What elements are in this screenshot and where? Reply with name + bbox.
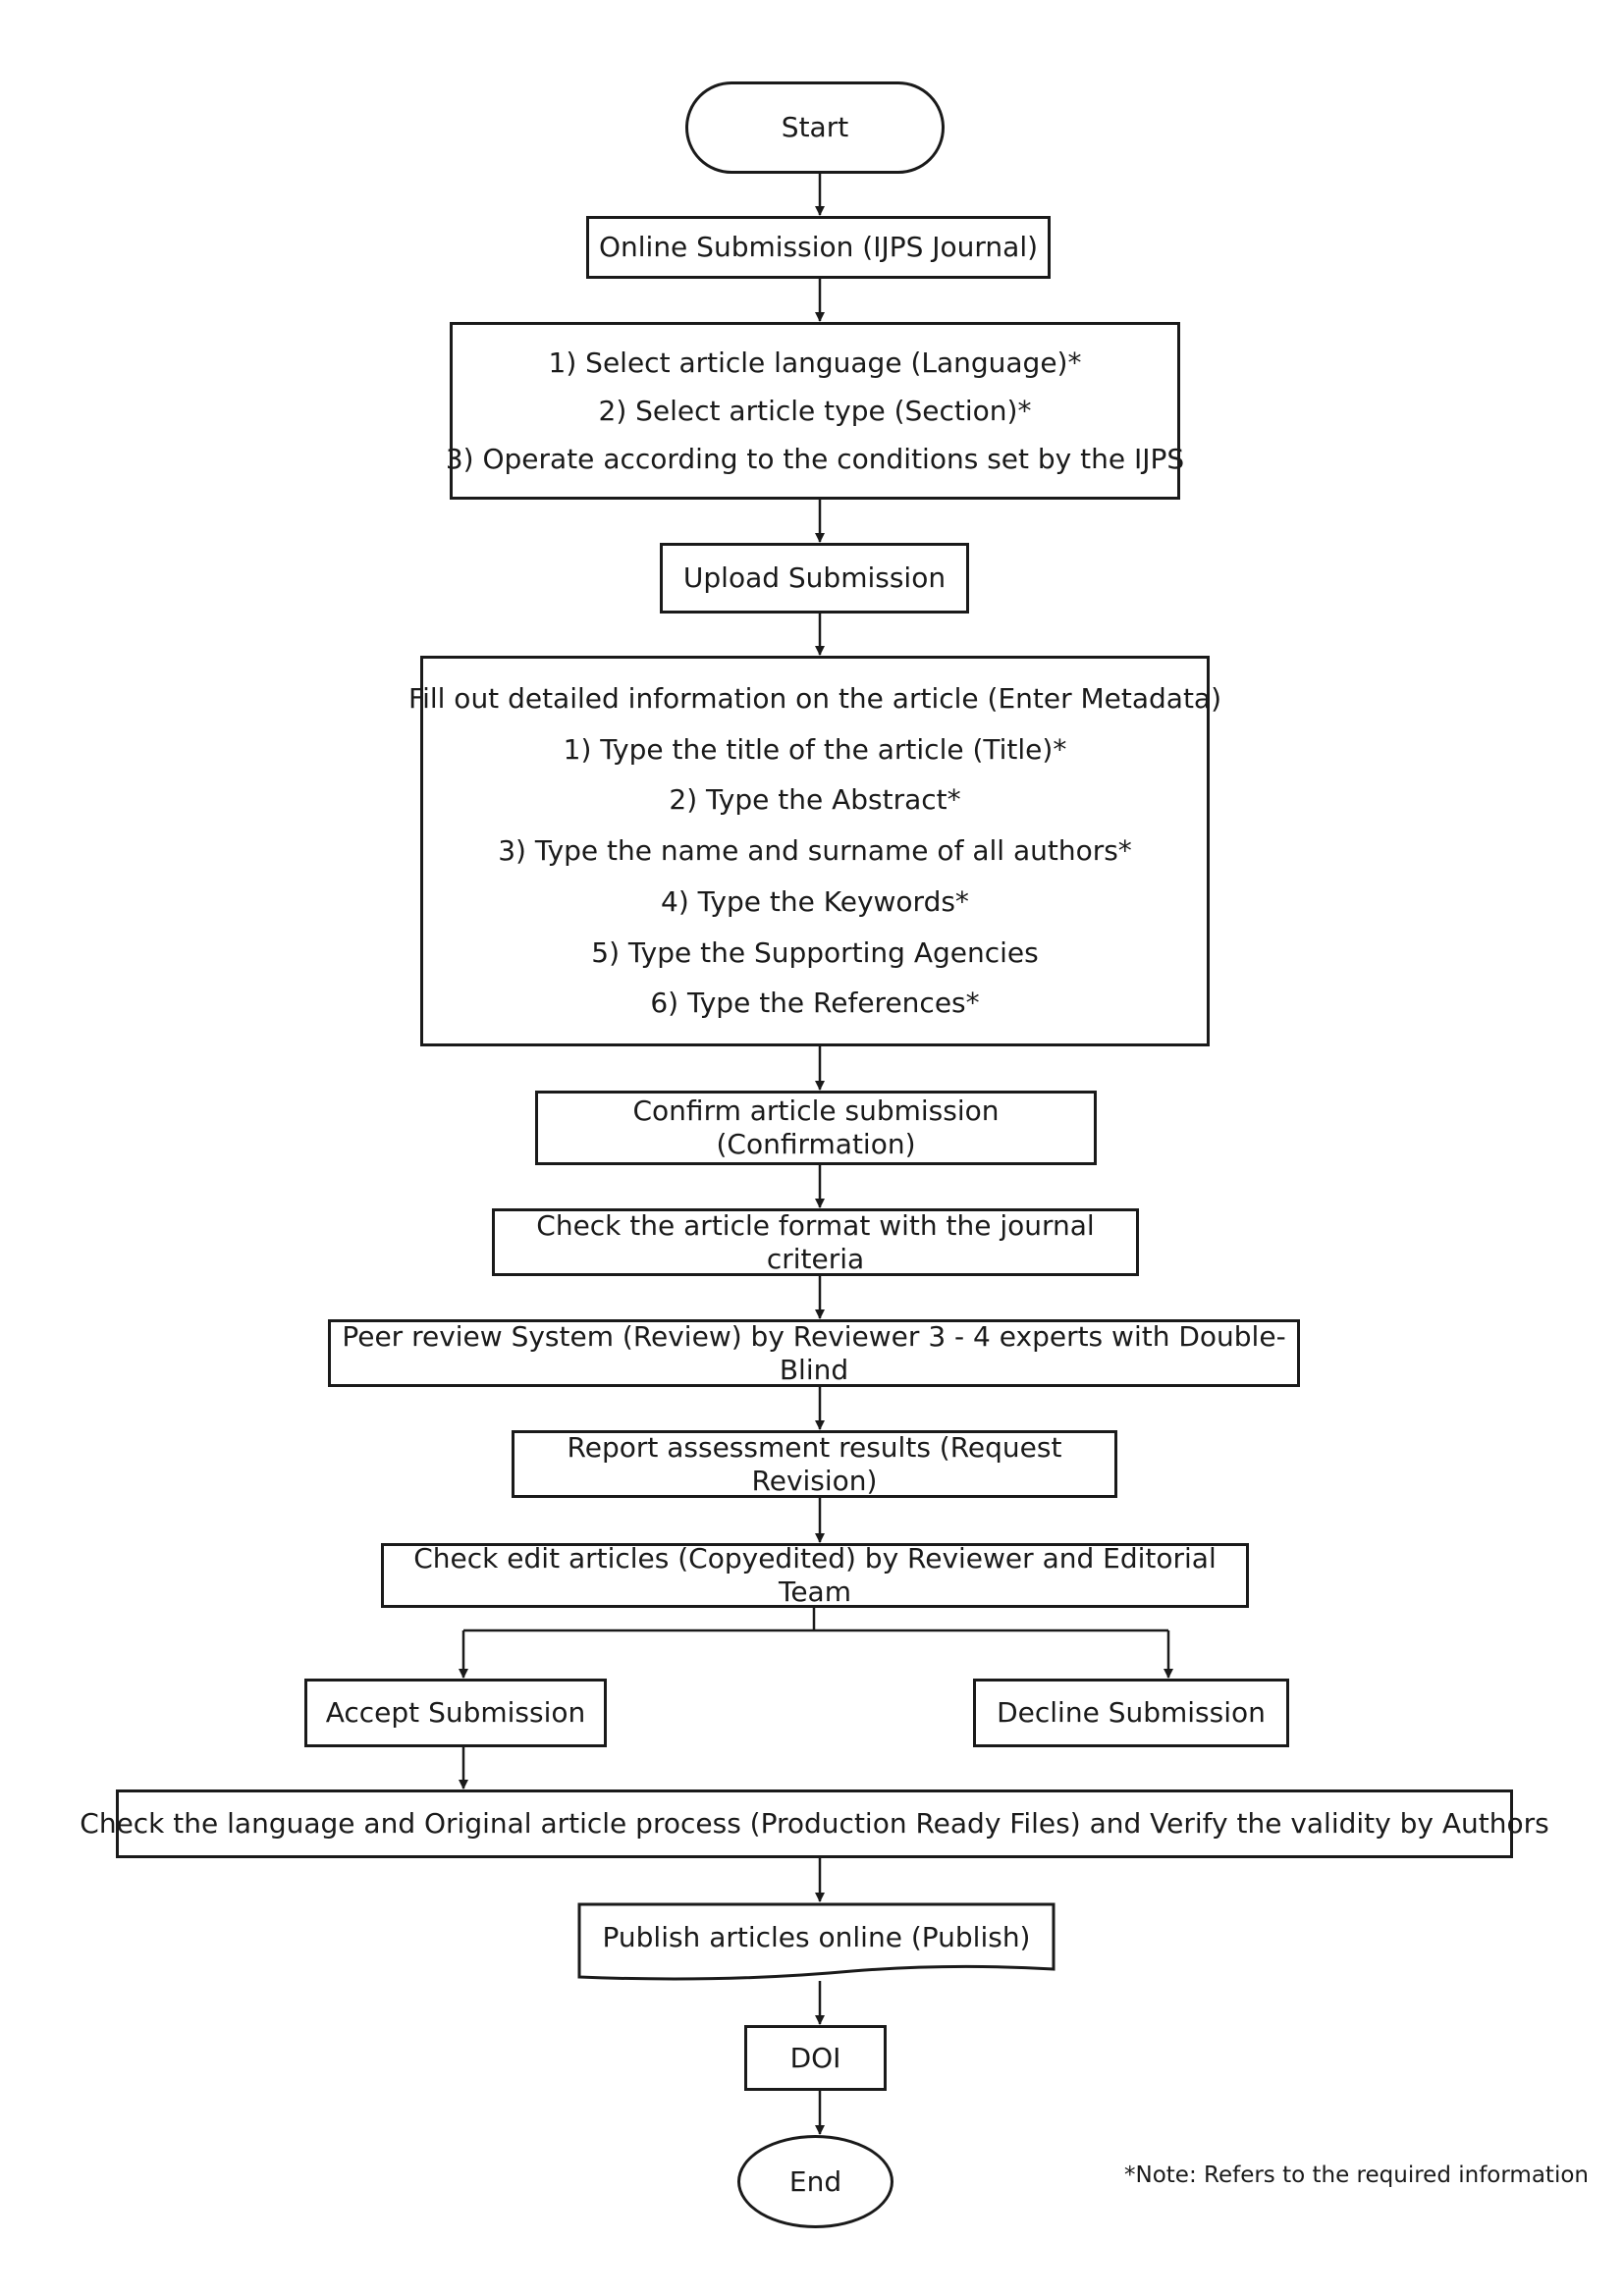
check-language-label: Check the language and Original article … xyxy=(80,1807,1549,1841)
report-results-label: Report assessment results (Request Revis… xyxy=(567,1430,1062,1497)
metadata-step-agencies: 5) Type the Supporting Agencies xyxy=(591,935,1039,969)
required-info-note: *Note: Refers to the required informatio… xyxy=(1124,2163,1589,2188)
metadata-step-references: 6) Type the References* xyxy=(650,987,980,1020)
peer-review-box: Peer review System (Review) by Reviewer … xyxy=(328,1319,1300,1387)
upload-submission-box: Upload Submission xyxy=(660,543,969,614)
branch-connector xyxy=(463,1607,1168,1632)
online-submission-label: Online Submission (IJPS Journal) xyxy=(598,231,1039,264)
online-submission-box: Online Submission (IJPS Journal) xyxy=(586,216,1051,279)
select-step-conditions: 3) Operate according to the conditions s… xyxy=(445,442,1185,475)
accept-submission-label: Accept Submission xyxy=(325,1696,586,1730)
check-edit-label: Check edit articles (Copyedited) by Revi… xyxy=(413,1542,1217,1608)
metadata-step-title: 1) Type the title of the article (Title)… xyxy=(563,732,1067,766)
select-article-box: 1) Select article language (Language)* 2… xyxy=(446,322,1184,500)
check-edit-box: Check edit articles (Copyedited) by Revi… xyxy=(381,1542,1249,1608)
doi-label: DOI xyxy=(789,2041,841,2074)
metadata-step-authors: 3) Type the name and surname of all auth… xyxy=(498,834,1132,868)
metadata-heading: Fill out detailed information on the art… xyxy=(408,682,1222,716)
check-format-box: Check the article format with the journa… xyxy=(492,1208,1139,1276)
end-label: End xyxy=(788,2164,842,2198)
select-step-language: 1) Select article language (Language)* xyxy=(548,346,1082,379)
decline-submission-label: Decline Submission xyxy=(997,1696,1266,1730)
accept-submission-box: Accept Submission xyxy=(304,1679,607,1747)
start-node: Start xyxy=(685,81,945,174)
check-language-box: Check the language and Original article … xyxy=(80,1789,1549,1858)
decline-submission-box: Decline Submission xyxy=(973,1679,1289,1747)
report-results-box: Report assessment results (Request Revis… xyxy=(512,1430,1117,1498)
metadata-box: Fill out detailed information on the art… xyxy=(408,656,1221,1046)
confirm-box: Confirm article submission (Confirmation… xyxy=(535,1091,1097,1165)
check-format-label: Check the article format with the journa… xyxy=(536,1208,1095,1275)
metadata-step-keywords: 4) Type the Keywords* xyxy=(661,884,969,918)
publish-label: Publish articles online (Publish) xyxy=(602,1921,1031,1954)
peer-review-label: Peer review System (Review) by Reviewer … xyxy=(342,1319,1286,1386)
upload-submission-label: Upload Submission xyxy=(682,561,947,595)
select-step-type: 2) Select article type (Section)* xyxy=(598,394,1032,427)
start-label: Start xyxy=(781,111,849,144)
publish-document-node: Publish articles online (Publish) xyxy=(577,1902,1056,1983)
confirm-label: Confirm article submission (Confirmation… xyxy=(632,1095,1000,1160)
end-node: End xyxy=(737,2135,893,2228)
document-shape xyxy=(577,1902,1056,1981)
metadata-step-abstract: 2) Type the Abstract* xyxy=(669,783,961,817)
doi-box: DOI xyxy=(744,2025,887,2091)
